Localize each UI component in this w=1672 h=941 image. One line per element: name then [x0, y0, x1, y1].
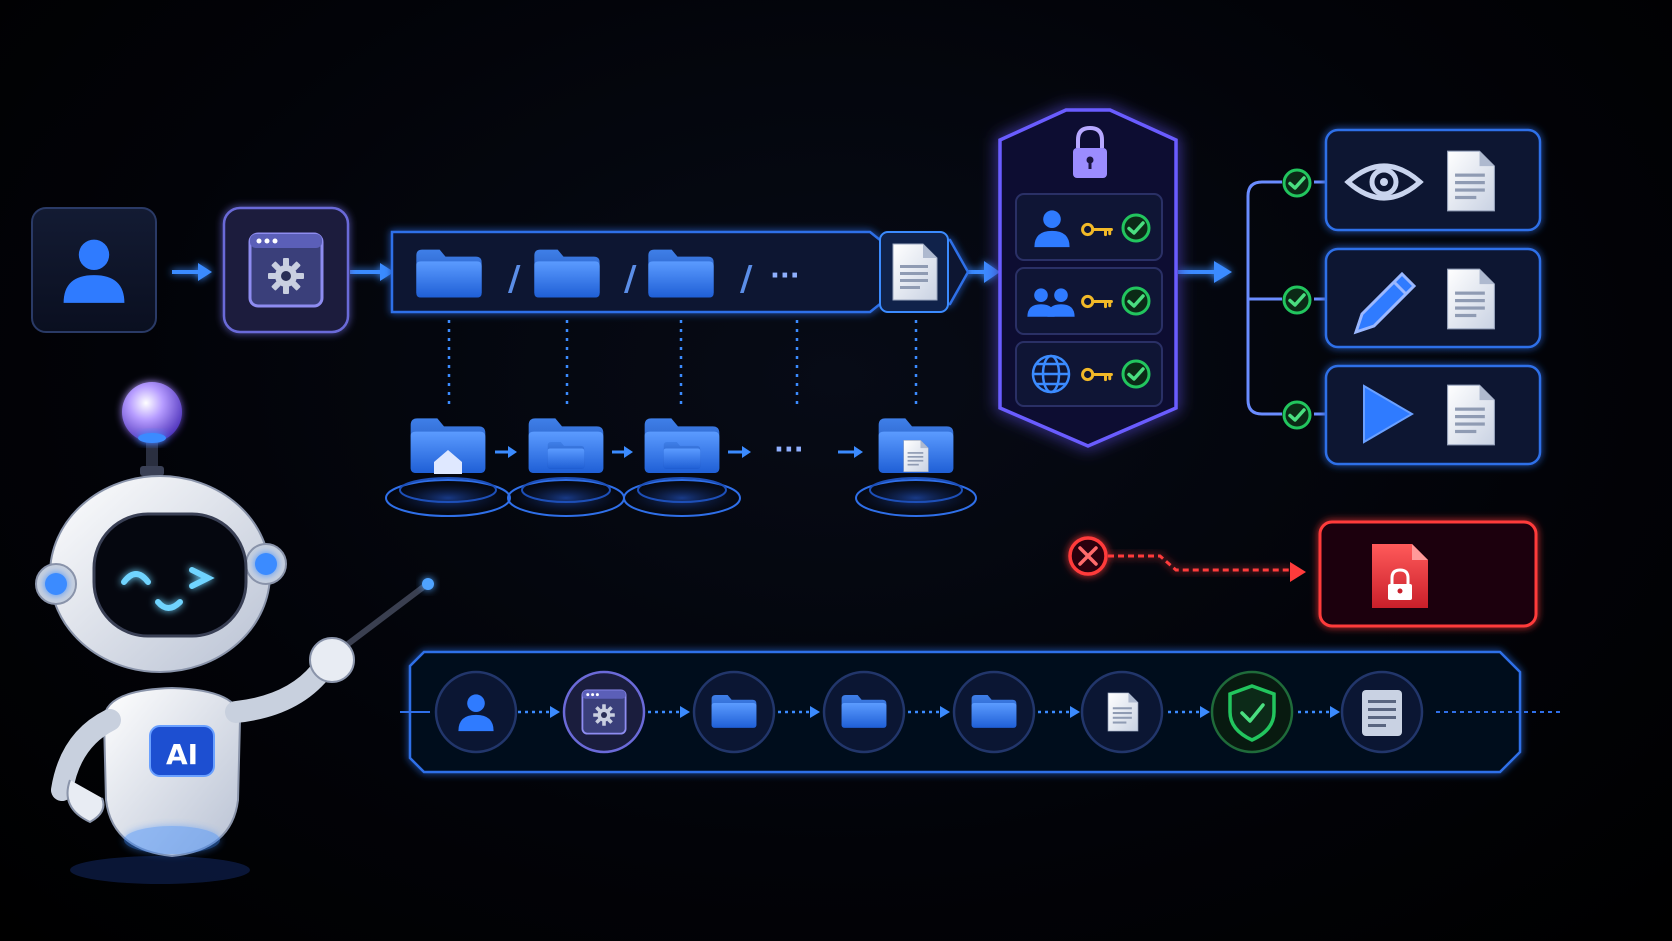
check-icon [1282, 168, 1312, 198]
robot-face-screen [92, 512, 248, 638]
document-icon [1447, 384, 1495, 446]
pointer-stick [337, 582, 429, 653]
timeline-step-folder[interactable] [952, 670, 1036, 754]
ai-badge-label: AI [166, 738, 198, 771]
folder-icon [663, 441, 701, 469]
eye-icon [1344, 163, 1424, 201]
read-permission-card[interactable] [1324, 128, 1542, 232]
document-icon[interactable] [892, 243, 938, 301]
check-icon [1282, 285, 1312, 315]
timeline-bar [400, 650, 1560, 774]
timeline-step-application[interactable] [562, 670, 646, 754]
document-icon [1447, 150, 1495, 212]
folder-icon [971, 695, 1017, 728]
timeline-step-folder[interactable] [692, 670, 776, 754]
document-icon [1107, 692, 1139, 732]
timeline-step-folder[interactable] [822, 670, 906, 754]
denied-path [1068, 448, 1306, 582]
padlock-icon [1073, 125, 1107, 178]
folder-icon [711, 695, 757, 728]
path-separator: / [508, 259, 521, 299]
robot-face [121, 567, 215, 611]
timeline-arrowheads [550, 706, 1340, 718]
access-policy-shield [998, 108, 1178, 448]
antenna-orb [122, 382, 182, 442]
gear-icon [268, 258, 304, 294]
outcome-branches [1246, 180, 1326, 416]
check-icon [1282, 400, 1312, 430]
check-icon [1121, 286, 1151, 316]
play-icon [1363, 384, 1414, 444]
write-permission-card[interactable] [1324, 247, 1542, 349]
timeline-step-file[interactable] [1080, 670, 1164, 754]
ai-robot-mascot: AI [35, 382, 434, 884]
ai-badge [149, 725, 215, 777]
access-check-public[interactable] [1015, 341, 1163, 407]
path-ellipsis: ··· [770, 261, 800, 291]
home-icon [434, 450, 462, 474]
home-folder-node[interactable] [385, 418, 511, 517]
source-user-tile[interactable] [31, 207, 157, 333]
tree-arrows [495, 446, 863, 458]
folder-icon[interactable] [534, 249, 600, 298]
path-separator: / [740, 259, 753, 299]
execute-permission-card[interactable] [1324, 364, 1542, 466]
folder-icon[interactable] [416, 249, 482, 298]
folder-icon [841, 695, 887, 728]
path-separator: / [624, 259, 637, 299]
check-icon [1121, 359, 1151, 389]
access-denied-card[interactable] [1318, 520, 1538, 628]
access-check-group[interactable] [1015, 267, 1163, 335]
document-icon [1447, 268, 1495, 330]
shield-check-icon [1228, 684, 1276, 742]
access-check-user[interactable] [1015, 193, 1163, 261]
document-lines-icon [1362, 690, 1402, 736]
folder-node[interactable] [623, 418, 741, 517]
application-tile[interactable] [222, 206, 350, 334]
path-bar: / / / ··· [390, 230, 970, 314]
gear-icon [593, 704, 615, 726]
folder-node[interactable] [507, 418, 625, 517]
timeline-step-user[interactable] [434, 670, 518, 754]
timeline-step-result[interactable] [1340, 670, 1424, 754]
timeline-step-policy[interactable] [1210, 670, 1294, 754]
hierarchy-links [447, 320, 918, 404]
directory-tree: ··· [385, 418, 977, 517]
folder-icon [547, 441, 585, 469]
locked-document-icon [1372, 544, 1428, 608]
document-icon [903, 440, 929, 472]
pencil-icon [1353, 271, 1417, 335]
check-icon [1121, 213, 1151, 243]
file-node[interactable] [855, 418, 977, 517]
globe-icon [1031, 354, 1071, 394]
folder-icon[interactable] [648, 249, 714, 298]
tree-ellipsis: ··· [774, 435, 804, 465]
